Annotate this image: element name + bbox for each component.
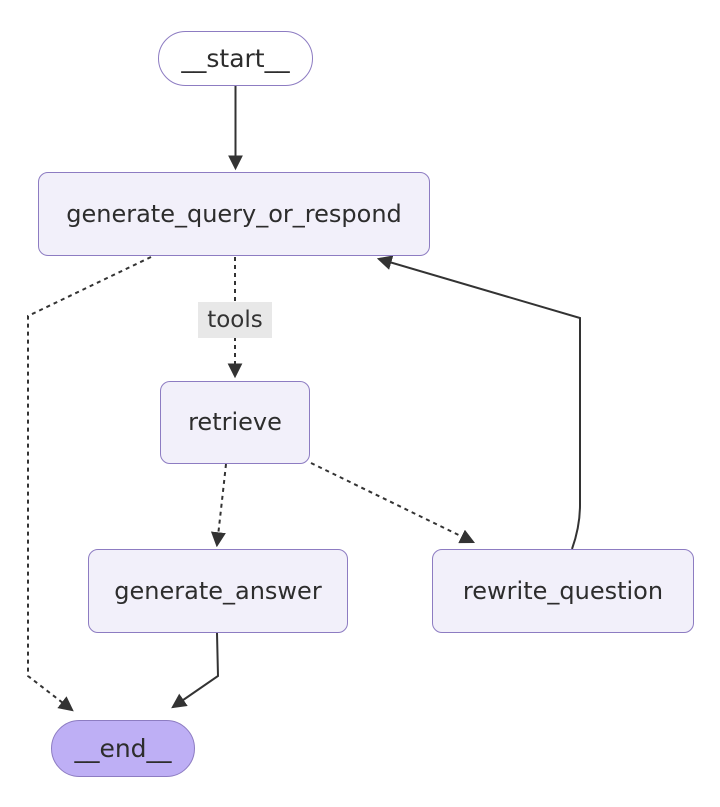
node-start-label: __start__ bbox=[181, 43, 290, 73]
edge-retrieve-to-generate-answer bbox=[210, 463, 227, 548]
edge-label-tools: tools bbox=[198, 302, 272, 338]
node-retrieve: retrieve bbox=[160, 381, 310, 464]
node-generate-answer: generate_answer bbox=[88, 549, 348, 633]
edge-generate-answer-to-end bbox=[171, 632, 220, 709]
edge-generate-query-or-respond-to-end bbox=[27, 256, 152, 712]
node-generate-answer-label: generate_answer bbox=[114, 576, 322, 605]
node-generate-query-or-respond-label: generate_query_or_respond bbox=[66, 199, 402, 228]
edge-rewrite-question-to-generate-query-or-respond bbox=[376, 255, 581, 550]
node-retrieve-label: retrieve bbox=[188, 408, 282, 437]
node-rewrite-question-label: rewrite_question bbox=[462, 576, 664, 605]
node-start: __start__ bbox=[158, 31, 313, 86]
edge-retrieve-to-rewrite-question bbox=[310, 462, 476, 544]
node-generate-query-or-respond: generate_query_or_respond bbox=[38, 172, 430, 256]
edge-label-tools-text: tools bbox=[207, 307, 263, 333]
node-end-label: __end__ bbox=[74, 733, 172, 763]
node-rewrite-question: rewrite_question bbox=[432, 549, 694, 633]
node-end: __end__ bbox=[51, 720, 195, 777]
